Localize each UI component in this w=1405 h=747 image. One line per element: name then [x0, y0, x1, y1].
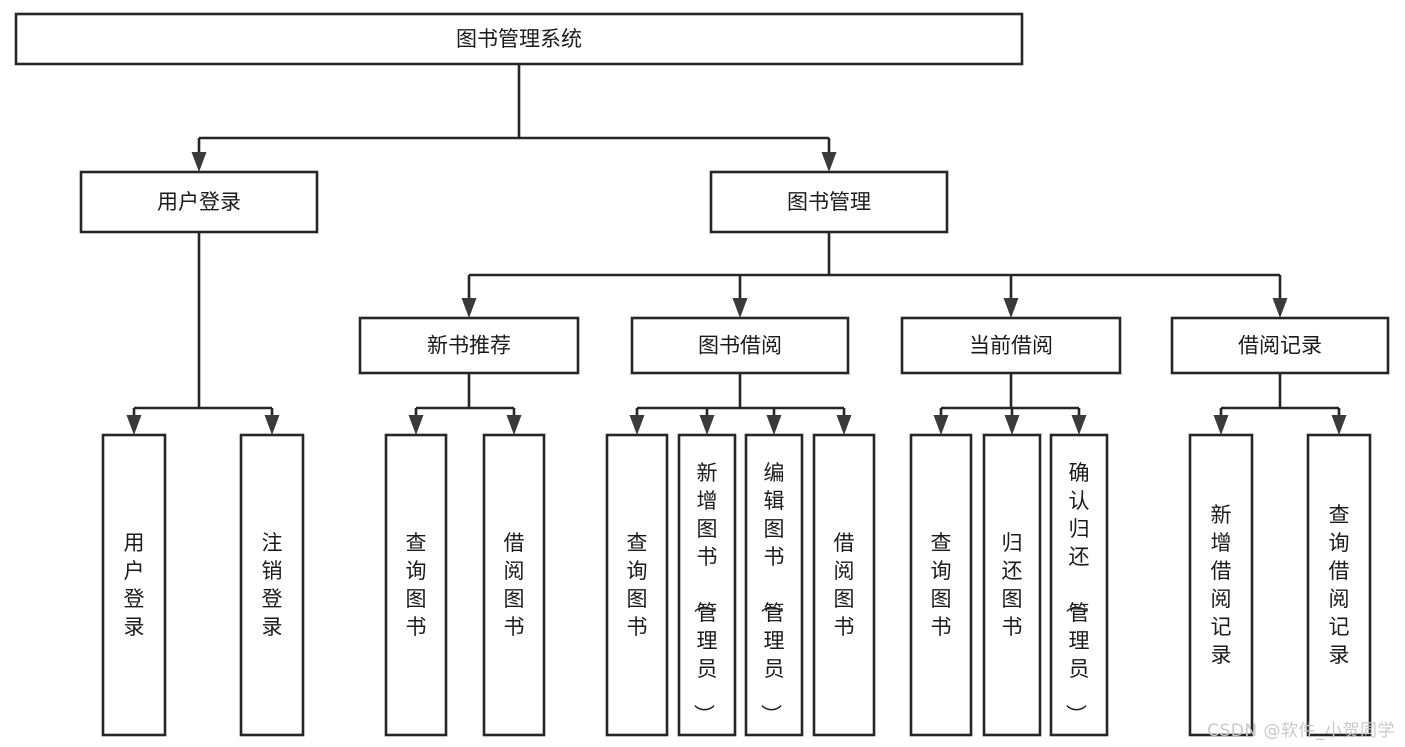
- arrow-head-icon: [264, 415, 280, 435]
- node-level2-0[interactable]: [358, 316, 580, 375]
- node-leaf-book_borrow-2[interactable]: [744, 433, 804, 737]
- arrow-head-icon: [1071, 415, 1087, 435]
- node-leaf-label-book_borrow-0: 查询图书: [627, 531, 648, 639]
- node-leaf-label-current_borrow-0: 查询图书: [931, 531, 952, 639]
- node-leaf-user_login-0[interactable]: [101, 433, 167, 737]
- node-level2-label-3: 借阅记录: [1238, 334, 1322, 358]
- node-leaf-label-new_book_recommend-1: 借阅图书: [504, 531, 525, 639]
- node-leaf-borrow_record-1[interactable]: [1306, 433, 1372, 737]
- arrow-head-icon: [821, 152, 837, 172]
- node-leaf-label-book_borrow-1: 新增图书（管理员）: [692, 461, 718, 725]
- node-leaf-label-current_borrow-1: 归还图书: [1002, 531, 1023, 639]
- node-leaf-borrow_record-0[interactable]: [1188, 433, 1254, 737]
- arrow-head-icon: [1272, 298, 1288, 318]
- arrow-head-icon: [1331, 415, 1347, 435]
- node-leaf-label-user_login-1: 注销登录: [262, 531, 283, 639]
- arrow-head-icon: [1004, 415, 1020, 435]
- arrow-head-icon: [408, 415, 424, 435]
- arrow-head-icon: [629, 415, 645, 435]
- node-leaf-book_borrow-1[interactable]: [677, 433, 737, 737]
- arrow-head-icon: [126, 415, 142, 435]
- node-leaf-new_book_recommend-1[interactable]: [482, 433, 546, 737]
- connectors-layer: [126, 64, 1347, 435]
- arrow-head-icon: [836, 415, 852, 435]
- arrow-head-icon: [933, 415, 949, 435]
- node-level1-1[interactable]: [709, 170, 949, 234]
- watermark-text: CSDN @软件_小贺同学: [1207, 721, 1395, 741]
- node-leaf-current_borrow-0[interactable]: [909, 433, 973, 737]
- node-root-label: 图书管理系统: [456, 27, 582, 51]
- arrow-head-icon: [699, 415, 715, 435]
- arrow-head-icon: [1003, 298, 1019, 318]
- node-leaf-label-new_book_recommend-0: 查询图书: [406, 531, 427, 639]
- node-level1-label-0: 用户登录: [157, 190, 241, 214]
- arrow-head-icon: [766, 415, 782, 435]
- node-leaf-user_login-1[interactable]: [239, 433, 305, 737]
- node-leaf-book_borrow-3[interactable]: [812, 433, 876, 737]
- node-leaf-new_book_recommend-0[interactable]: [384, 433, 448, 737]
- node-level2-label-2: 当前借阅: [969, 334, 1053, 358]
- arrow-head-icon: [732, 298, 748, 318]
- node-leaf-book_borrow-0[interactable]: [605, 433, 669, 737]
- node-level2-1[interactable]: [630, 316, 850, 375]
- node-leaf-current_borrow-2[interactable]: [1049, 433, 1109, 737]
- node-level1-0[interactable]: [79, 170, 319, 234]
- node-level1-label-1: 图书管理: [787, 190, 871, 214]
- arrow-head-icon: [506, 415, 522, 435]
- node-leaf-current_borrow-1[interactable]: [982, 433, 1042, 737]
- node-leaf-label-borrow_record-1: 查询借阅记录: [1329, 503, 1350, 667]
- node-level2-3[interactable]: [1170, 316, 1390, 375]
- node-level2-2[interactable]: [900, 316, 1122, 375]
- arrow-head-icon: [191, 152, 207, 172]
- arrow-head-icon: [1213, 415, 1229, 435]
- node-leaf-label-book_borrow-3: 借阅图书: [834, 531, 855, 639]
- node-leaf-label-book_borrow-2: 编辑图书（管理员）: [759, 461, 785, 725]
- node-root[interactable]: [14, 12, 1024, 66]
- arrow-head-icon: [461, 298, 477, 318]
- node-level2-label-0: 新书推荐: [427, 334, 511, 358]
- nodes-layer: 图书管理系统用户登录图书管理新书推荐图书借阅当前借阅借阅记录用户登录注销登录查询…: [14, 12, 1390, 737]
- node-level2-label-1: 图书借阅: [698, 334, 782, 358]
- node-leaf-label-borrow_record-0: 新增借阅记录: [1211, 503, 1232, 667]
- node-leaf-label-current_borrow-2: 确认归还（管理员）: [1064, 461, 1090, 725]
- node-leaf-label-user_login-0: 用户登录: [124, 531, 145, 639]
